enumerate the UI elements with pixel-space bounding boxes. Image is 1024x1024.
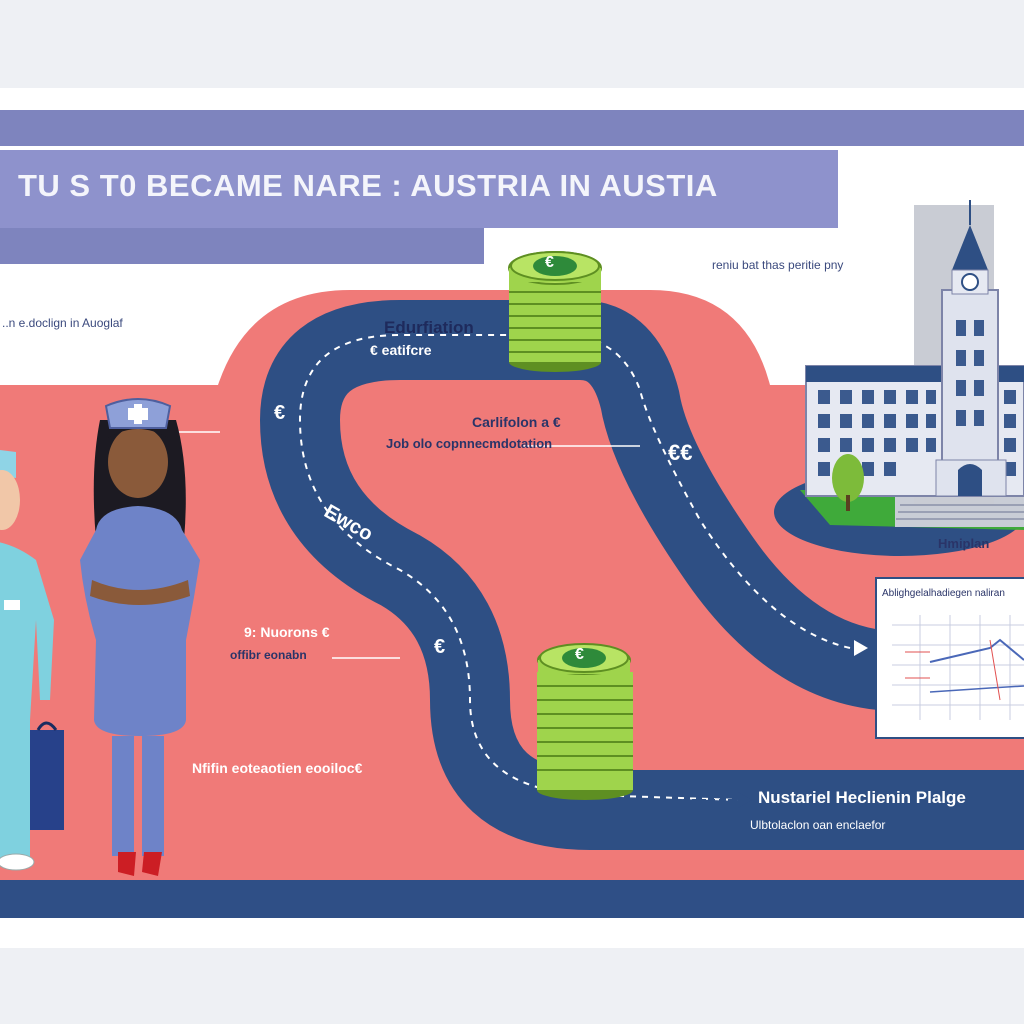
callout-lines xyxy=(176,269,700,659)
step-certification: Carlifolon a € xyxy=(472,414,561,430)
chart-title: Ablighgelalhadiegen naliran xyxy=(882,588,1005,599)
left-note: ..n e.doclign in Auoglaf xyxy=(2,316,123,330)
sub-banner xyxy=(0,228,484,264)
top-right-note: reniu bat thas peritie pny xyxy=(712,258,844,272)
clock-icon xyxy=(961,273,979,291)
route-arrow-right xyxy=(854,640,868,656)
step-left-mid-sub: offibr eonabn xyxy=(230,648,307,662)
bottom-band xyxy=(0,880,1024,918)
hospital-door xyxy=(958,464,982,496)
hospital-windows xyxy=(818,320,1016,476)
hospital-label: Hmiplan xyxy=(938,536,990,551)
step-final-sub: Ulbtolaclon oan enclaefor xyxy=(750,818,886,832)
top-stripe xyxy=(0,110,1024,146)
step-left-mid: 9: Nuorons € xyxy=(244,624,330,640)
step-job: Job olo copnnecmdotation xyxy=(386,436,553,451)
euro-mark-1: € xyxy=(274,402,286,424)
male-nurse-figure xyxy=(0,450,64,871)
female-nurse-figure xyxy=(80,398,200,876)
step-education: Edurfiation xyxy=(384,318,474,337)
poster-title: TU S T0 BECAME NARE : AUSTRIA IN AUSTIA xyxy=(18,168,718,203)
briefcase-icon xyxy=(30,730,64,830)
salmon-background xyxy=(0,290,1024,912)
step-left-low: Nfifin eoteaotien eooiloc€ xyxy=(192,760,363,776)
euro-mark-3: €€ xyxy=(668,440,693,465)
coin-euro-bottom: € xyxy=(575,646,584,663)
title-banner xyxy=(0,150,838,228)
coin-euro-top: € xyxy=(545,254,554,271)
coin-stack-bottom xyxy=(537,643,633,800)
step-education-sub: € eatifcre xyxy=(370,342,432,358)
dashed-route xyxy=(298,334,851,801)
euro-mark-2: € xyxy=(434,636,446,658)
final-arrow xyxy=(738,792,752,808)
coin-stack-top xyxy=(508,251,602,372)
step-final: Nustariel Heclienin Plalge xyxy=(758,788,966,807)
tree xyxy=(832,454,864,502)
